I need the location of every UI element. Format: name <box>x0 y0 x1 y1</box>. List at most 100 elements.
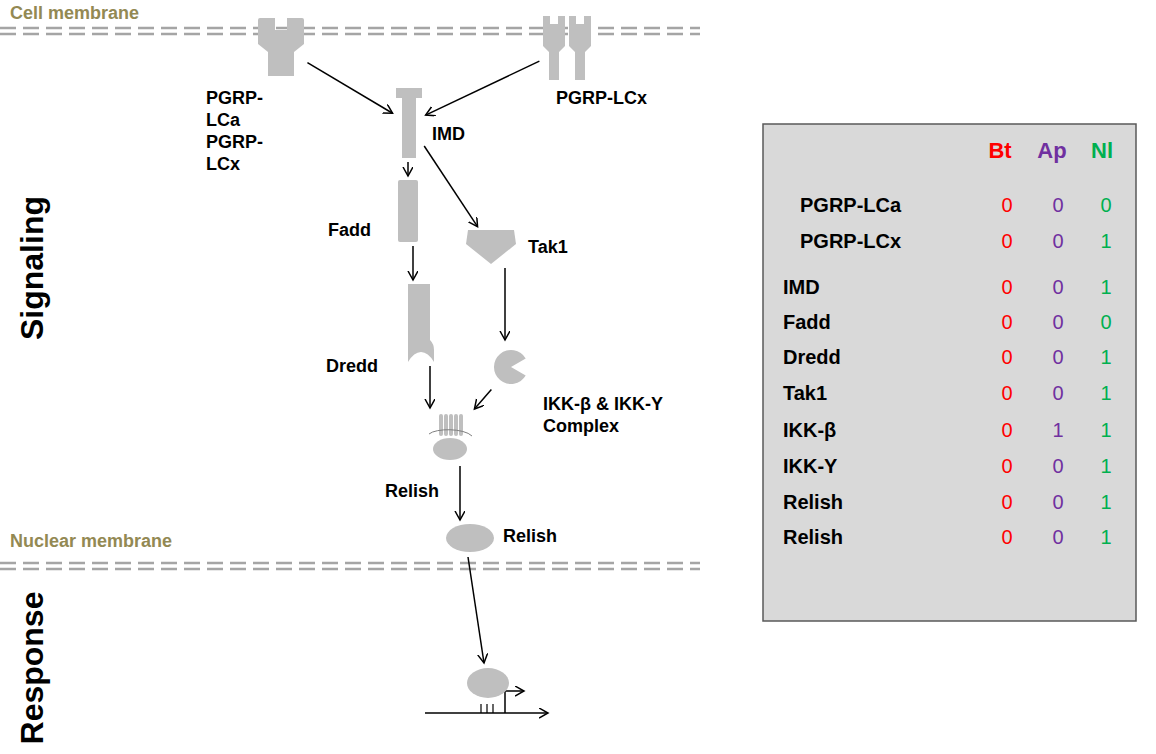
table-cell: 1 <box>1100 490 1111 514</box>
binding-tick <box>480 704 481 713</box>
membrane-line <box>0 33 700 36</box>
table-header: Ap <box>1037 138 1066 164</box>
table-cell: 0 <box>1052 310 1063 334</box>
section-label: Signaling <box>13 196 51 340</box>
protein-outline-part <box>543 16 591 80</box>
dna-promoter <box>425 668 548 713</box>
membrane-line <box>0 562 700 565</box>
protein-outline <box>466 230 516 264</box>
table-cell: 0 <box>1052 381 1063 405</box>
protein-shape: Relish <box>446 524 494 552</box>
table-row-label: IKK-Y <box>783 454 837 478</box>
table-cell: 0 <box>1001 454 1012 478</box>
signal-arrow <box>426 61 540 115</box>
table-cell: 0 <box>1052 490 1063 514</box>
protein-outline <box>494 344 528 390</box>
protein-outline <box>396 88 422 158</box>
protein-shape: IKK-β & IKK-Y Complex <box>494 344 528 390</box>
table-row-label: Relish <box>783 525 843 549</box>
membrane-line <box>0 568 700 571</box>
table-cell: 0 <box>1100 310 1111 334</box>
translocation-arrow <box>468 557 484 663</box>
protein-outline <box>543 16 591 80</box>
protein-outline-part <box>449 414 453 436</box>
protein-outline-part <box>459 414 463 436</box>
table-cell: 1 <box>1100 381 1111 405</box>
table-row-label: IKK-β <box>783 418 836 442</box>
protein-label: PGRP-LCa PGRP-LCx <box>206 88 263 176</box>
table-cell: 0 <box>1001 418 1012 442</box>
table-cell: 1 <box>1100 229 1111 253</box>
protein-label: PGRP-LCx <box>556 88 647 110</box>
protein-shape: Dredd <box>408 284 434 362</box>
protein-shape: Fadd <box>398 180 418 242</box>
protein-label: Tak1 <box>528 237 568 259</box>
signal-arrow <box>412 246 414 280</box>
table-cell: 1 <box>1100 275 1111 299</box>
protein-label: Fadd <box>328 220 371 242</box>
table-row-label: Fadd <box>783 310 831 334</box>
table-row-label: Relish <box>783 490 843 514</box>
protein-outline-part <box>439 414 443 436</box>
protein-outline <box>446 524 494 552</box>
signal-arrow <box>424 146 477 227</box>
table-cell: 1 <box>1100 418 1111 442</box>
signal-arrow <box>459 466 461 520</box>
table-cell: 0 <box>1001 193 1012 217</box>
bound-relish <box>467 668 509 698</box>
region-label: Cell membrane <box>10 3 139 25</box>
protein-outline <box>408 284 434 362</box>
table-row-label: PGRP-LCa <box>800 193 901 217</box>
protein-outline-part <box>466 230 516 264</box>
table-cell: 0 <box>1001 310 1012 334</box>
protein-label: IMD <box>432 124 465 146</box>
table-cell: 0 <box>1100 193 1111 217</box>
membrane-line <box>0 27 700 30</box>
protein-outline <box>426 412 474 462</box>
table-cell: 0 <box>1052 275 1063 299</box>
protein-outline <box>398 180 418 242</box>
table-cell: 1 <box>1100 454 1111 478</box>
protein-label: Relish <box>503 526 557 548</box>
protein-shape: IMD <box>396 88 422 158</box>
protein-shape: Tak1 <box>466 230 516 264</box>
transcription-start-arrow <box>505 691 524 713</box>
protein-outline-part <box>454 414 458 436</box>
table-row-label: IMD <box>783 275 820 299</box>
protein-outline-part <box>444 414 448 436</box>
signal-arrow <box>429 366 431 408</box>
protein-outline-part <box>446 524 494 552</box>
table-cell: 0 <box>1001 490 1012 514</box>
protein-label: Relish <box>385 481 439 503</box>
table-row-label: PGRP-LCx <box>800 229 901 253</box>
protein-shape: Relish <box>426 412 474 462</box>
signal-arrow <box>504 268 506 340</box>
protein-label: Dredd <box>326 356 378 378</box>
cell-membrane <box>0 28 700 34</box>
protein-label: IKK-β & IKK-Y Complex <box>543 394 688 438</box>
nuclear-membrane <box>0 563 700 569</box>
table-cell: 1 <box>1052 418 1063 442</box>
table-header: Bt <box>988 138 1011 164</box>
region-label: Nuclear membrane <box>10 531 172 553</box>
table-cell: 0 <box>1001 525 1012 549</box>
table-cell: 0 <box>1001 229 1012 253</box>
protein-outline <box>258 18 304 76</box>
binding-tick <box>492 704 493 713</box>
table-cell: 0 <box>1001 345 1012 369</box>
table-cell: 1 <box>1100 345 1111 369</box>
section-label: Response <box>13 592 51 745</box>
protein-outline-part <box>408 284 434 362</box>
table-cell: 0 <box>1052 229 1063 253</box>
table-cell: 0 <box>1052 454 1063 478</box>
protein-outline-part <box>429 430 472 436</box>
table-row-label: Tak1 <box>783 381 827 405</box>
protein-outline-part <box>494 350 526 384</box>
protein-outline-part <box>258 18 304 76</box>
table-cell: 0 <box>1052 345 1063 369</box>
signal-arrow <box>407 162 409 176</box>
protein-outline-part <box>433 438 467 460</box>
